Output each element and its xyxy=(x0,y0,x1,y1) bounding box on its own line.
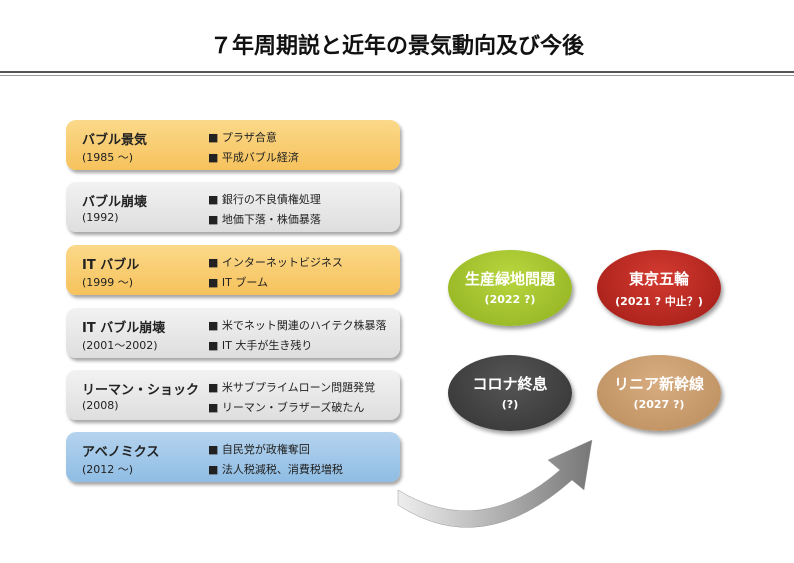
era-year: (2012 ～) xyxy=(82,463,134,476)
era-box-it-bubble: IT バブル (1999 ～) ■ インターネットビジネス ■ IT ブーム xyxy=(66,245,400,295)
era-point: ■ 銀行の不良債権処理 xyxy=(208,193,321,206)
era-box-bubble: バブル景気 (1985 ～) ■ プラザ合意 ■ 平成バブル経済 xyxy=(66,120,400,170)
era-point: ■ 自民党が政権奪回 xyxy=(208,443,310,456)
era-year: (1999 ～) xyxy=(82,276,134,289)
era-name: バブル崩壊 xyxy=(82,195,148,210)
future-ellipse-olympics: 東京五輪(2021 ? 中止？) xyxy=(597,250,721,326)
era-point: ■ 平成バブル経済 xyxy=(208,151,299,164)
era-point: ■ 地価下落・株価暴落 xyxy=(208,213,321,226)
era-name: IT バブル xyxy=(82,258,140,273)
title-divider-thin xyxy=(0,75,794,76)
era-point: ■ IT ブーム xyxy=(208,276,269,289)
era-year: (1985 ～) xyxy=(82,151,134,164)
curved-arrow-icon xyxy=(397,439,593,528)
era-name: リーマン・ショック xyxy=(82,383,200,398)
era-box-it-collapse: IT バブル崩壊 (2001～2002) ■ 米でネット関連のハイテク株暴落 ■… xyxy=(66,308,400,358)
era-point: ■ インターネットビジネス xyxy=(208,256,343,269)
era-year: (1992) xyxy=(82,211,119,224)
era-box-abenomics: アベノミクス (2012 ～) ■ 自民党が政権奪回 ■ 法人税減税、消費税増税 xyxy=(66,432,400,482)
era-point: ■ プラザ合意 xyxy=(208,131,277,144)
era-name: バブル景気 xyxy=(82,133,148,148)
era-point: ■ 米でネット関連のハイテク株暴落 xyxy=(208,319,387,332)
era-point: ■ リーマン・ブラザーズ破たん xyxy=(208,401,365,414)
era-point: ■ 法人税減税、消費税増税 xyxy=(208,463,343,476)
era-point: ■ IT 大手が生き残り xyxy=(208,339,313,352)
era-name: アベノミクス xyxy=(82,445,160,460)
era-box-lehman: リーマン・ショック (2008) ■ 米サブプライムローン問題発覚 ■ リーマン… xyxy=(66,370,400,420)
era-year: (2001～2002) xyxy=(82,339,158,352)
era-point: ■ 米サブプライムローン問題発覚 xyxy=(208,381,376,394)
era-box-bubble-collapse: バブル崩壊 (1992) ■ 銀行の不良債権処理 ■ 地価下落・株価暴落 xyxy=(66,182,400,232)
future-ellipse-linear-shinkansen: リニア新幹線(2027 ?) xyxy=(597,355,721,431)
title-divider xyxy=(0,71,794,73)
era-name: IT バブル崩壊 xyxy=(82,321,166,336)
page-title: ７年周期説と近年の景気動向及び今後 xyxy=(209,34,584,59)
future-ellipse-productive-green: 生産緑地問題(2022 ?) xyxy=(448,250,572,326)
future-ellipse-corona: コロナ終息(?) xyxy=(448,355,572,431)
era-year: (2008) xyxy=(82,399,119,412)
